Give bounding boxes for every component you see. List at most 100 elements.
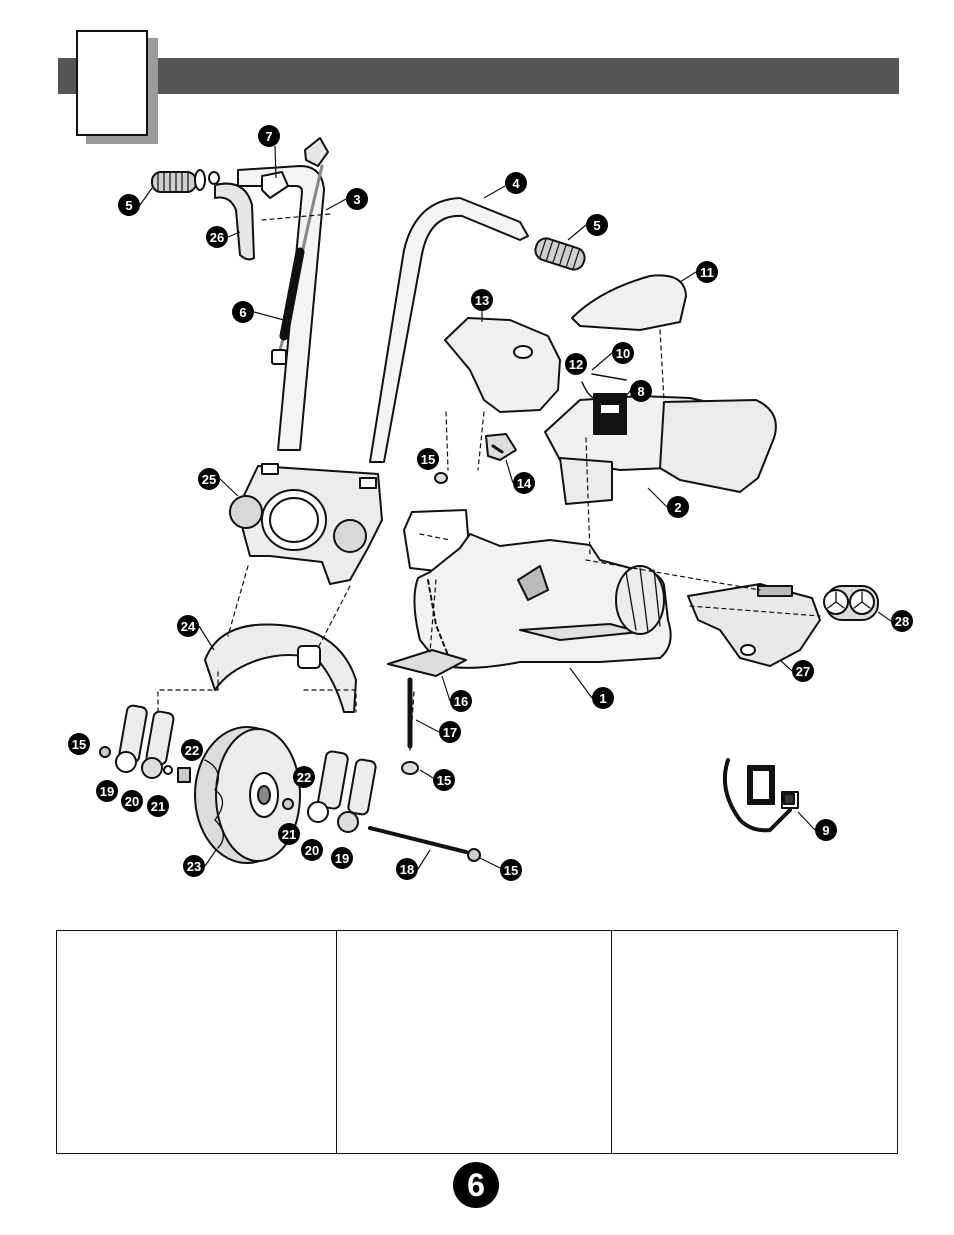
callout-15d: 15 xyxy=(500,859,522,881)
callout-5b: 5 xyxy=(586,214,608,236)
callout-4: 4 xyxy=(505,172,527,194)
rear-fender xyxy=(659,399,777,493)
exploded-parts-diagram: 1 2 3 4 5 5 6 7 8 9 10 11 12 13 14 15 15… xyxy=(68,125,913,881)
left-fork-set xyxy=(99,704,191,783)
throttle-clip xyxy=(304,137,329,167)
svg-text:1: 1 xyxy=(599,691,606,706)
front-wheel xyxy=(194,726,301,864)
callout-12: 12 xyxy=(565,353,587,375)
callout-13: 13 xyxy=(471,289,493,311)
callout-18: 18 xyxy=(396,858,418,880)
parts-column-2 xyxy=(337,931,612,1153)
callout-28: 28 xyxy=(891,610,913,632)
svg-text:15: 15 xyxy=(437,773,451,788)
svg-text:20: 20 xyxy=(305,843,319,858)
svg-text:5: 5 xyxy=(593,218,600,233)
page-number-badge: 6 xyxy=(453,1162,499,1208)
left-handlebar-tube xyxy=(237,165,325,451)
section-header-bar xyxy=(58,58,899,94)
callout-1: 1 xyxy=(592,687,614,709)
svg-text:27: 27 xyxy=(796,664,810,679)
svg-text:15: 15 xyxy=(421,452,435,467)
callout-23: 23 xyxy=(183,855,205,877)
svg-text:24: 24 xyxy=(181,619,196,634)
front-fender xyxy=(204,623,357,713)
svg-text:19: 19 xyxy=(335,851,349,866)
svg-text:12: 12 xyxy=(569,357,583,372)
callout-7: 7 xyxy=(258,125,280,147)
charger xyxy=(722,758,799,833)
tail-lights xyxy=(823,585,879,621)
callout-15a: 15 xyxy=(417,448,439,470)
callout-14: 14 xyxy=(513,472,535,494)
footrest xyxy=(387,649,467,677)
svg-text:4: 4 xyxy=(512,176,520,191)
svg-text:6: 6 xyxy=(239,305,246,320)
callout-11: 11 xyxy=(696,261,718,283)
svg-text:25: 25 xyxy=(202,472,216,487)
svg-text:28: 28 xyxy=(895,614,909,629)
callout-22a: 22 xyxy=(181,739,203,761)
svg-text:5: 5 xyxy=(125,198,132,213)
seat xyxy=(571,274,687,331)
section-box xyxy=(76,30,148,136)
callout-2: 2 xyxy=(667,496,689,518)
svg-text:15: 15 xyxy=(504,863,518,878)
svg-text:21: 21 xyxy=(282,827,296,842)
callout-24: 24 xyxy=(177,615,199,637)
callout-9: 9 xyxy=(815,819,837,841)
svg-text:9: 9 xyxy=(822,823,829,838)
svg-text:20: 20 xyxy=(125,794,139,809)
headlight-housing xyxy=(229,463,383,585)
callout-15c: 15 xyxy=(433,769,455,791)
callout-20b: 20 xyxy=(301,839,323,861)
nut-15a xyxy=(434,472,448,484)
brake-lever xyxy=(214,182,255,261)
callout-5a: 5 xyxy=(118,194,140,216)
svg-text:22: 22 xyxy=(297,770,311,785)
svg-text:14: 14 xyxy=(517,476,532,491)
callout-17: 17 xyxy=(439,721,461,743)
callout-15b: 15 xyxy=(68,733,90,755)
svg-text:26: 26 xyxy=(210,230,224,245)
svg-text:23: 23 xyxy=(187,859,201,874)
svg-text:7: 7 xyxy=(265,129,272,144)
dash-panel xyxy=(485,433,517,461)
svg-text:17: 17 xyxy=(443,725,457,740)
svg-text:3: 3 xyxy=(353,192,360,207)
svg-text:18: 18 xyxy=(400,862,414,877)
svg-text:15: 15 xyxy=(72,737,86,752)
parts-list-table xyxy=(56,930,898,1154)
svg-text:21: 21 xyxy=(151,799,165,814)
svg-text:19: 19 xyxy=(100,784,114,799)
callout-10: 10 xyxy=(612,342,634,364)
callout-22b: 22 xyxy=(293,766,315,788)
svg-text:22: 22 xyxy=(185,743,199,758)
svg-text:16: 16 xyxy=(454,694,468,709)
callout-6: 6 xyxy=(232,301,254,323)
right-handlebar-tube xyxy=(369,197,529,463)
parts-column-1 xyxy=(57,931,337,1153)
callout-group: 1 2 3 4 5 5 6 7 8 9 10 11 12 13 14 15 15… xyxy=(68,125,913,881)
callout-8: 8 xyxy=(630,380,652,402)
callout-19a: 19 xyxy=(96,780,118,802)
svg-text:10: 10 xyxy=(616,346,630,361)
right-grip xyxy=(534,237,586,271)
left-grip xyxy=(151,169,220,193)
callout-20a: 20 xyxy=(121,790,143,812)
gas-tank xyxy=(444,317,561,413)
throttle-switch xyxy=(261,171,289,199)
parts-column-3 xyxy=(612,931,897,1153)
callout-16: 16 xyxy=(450,690,472,712)
callout-25: 25 xyxy=(198,468,220,490)
svg-text:8: 8 xyxy=(637,384,644,399)
callout-26: 26 xyxy=(206,226,228,248)
callout-19b: 19 xyxy=(331,847,353,869)
callout-27: 27 xyxy=(792,660,814,682)
svg-text:2: 2 xyxy=(674,500,681,515)
callout-21b: 21 xyxy=(278,823,300,845)
svg-text:13: 13 xyxy=(475,293,489,308)
callout-21a: 21 xyxy=(147,795,169,817)
front-axle xyxy=(368,826,468,854)
svg-text:11: 11 xyxy=(700,265,714,280)
